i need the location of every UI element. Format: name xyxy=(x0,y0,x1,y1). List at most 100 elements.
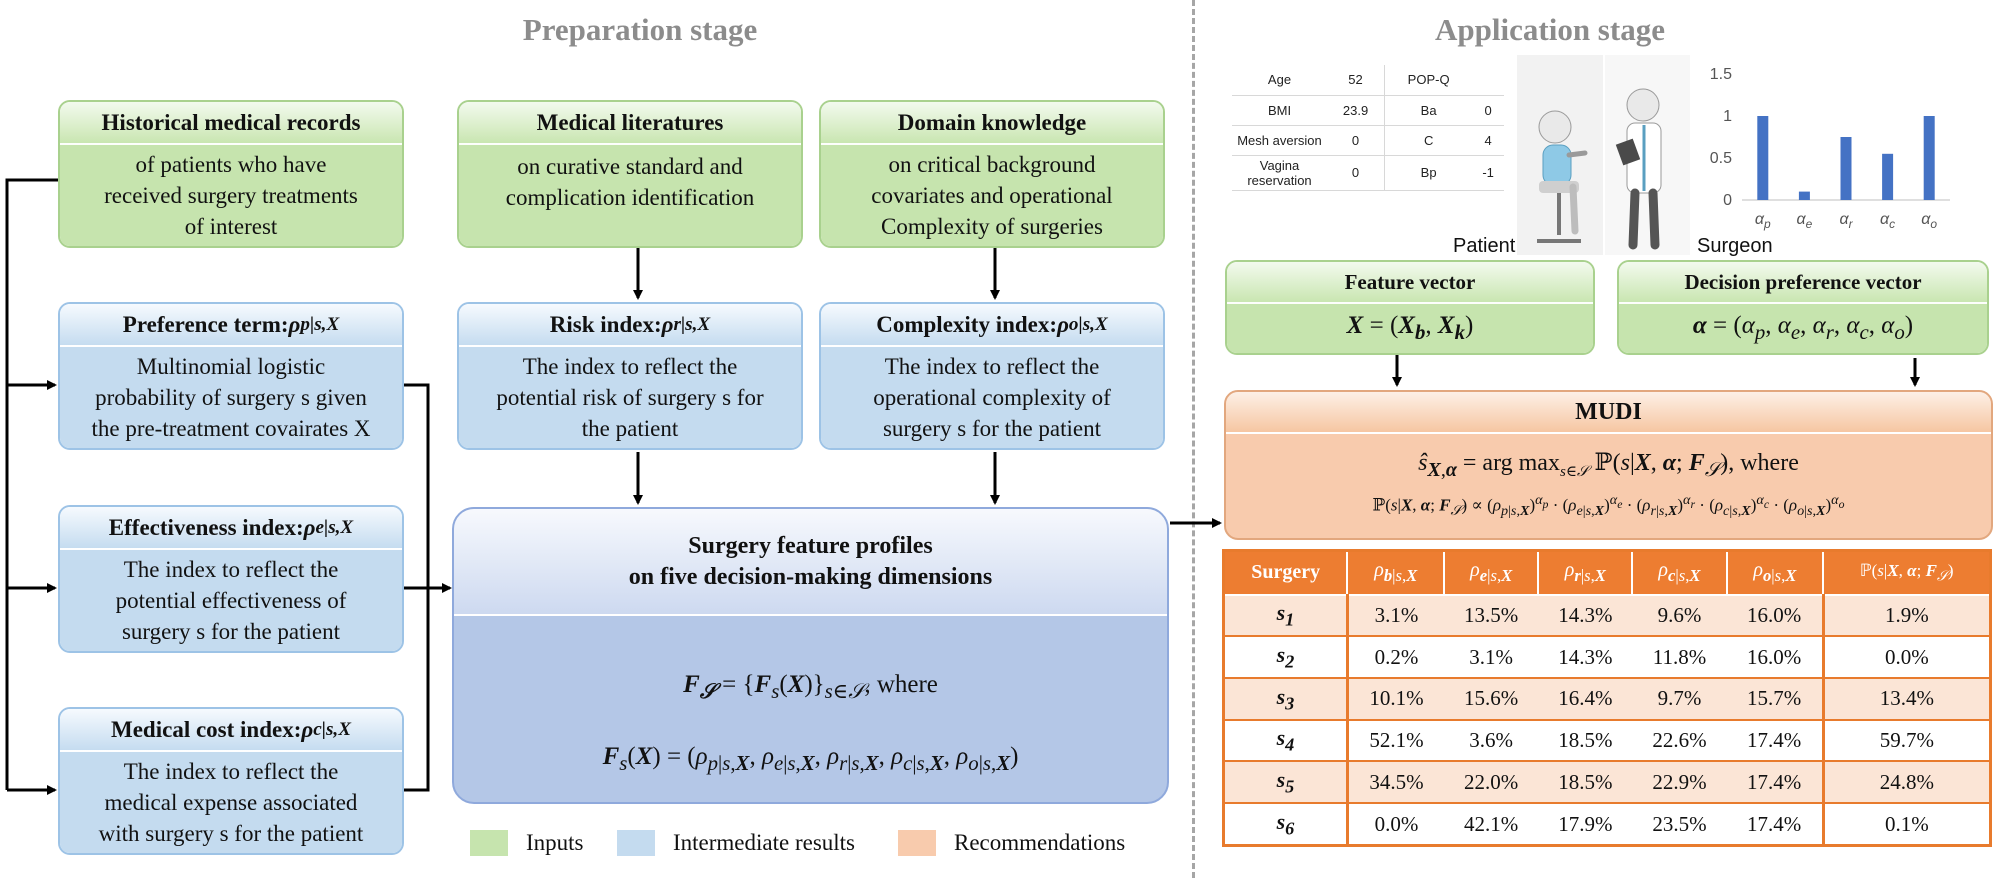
index-value-cell: 18.5% xyxy=(1538,760,1633,804)
y-tick-label: 1 xyxy=(1723,108,1732,125)
x-tick-label: αr xyxy=(1839,211,1853,231)
probability-cell: 0.0% xyxy=(1821,635,1991,679)
patient-table-cell: 0 xyxy=(1327,125,1385,156)
mudi-argmax-formula: ŝX,α = arg maxs∈𝒮 ℙ(s|X, α; F𝒮), where xyxy=(1418,450,1799,481)
patient-table-cell: 0 xyxy=(1472,95,1504,126)
index-value-cell: 16.0% xyxy=(1726,635,1824,679)
application-stage-title: Application stage xyxy=(1435,12,1665,47)
patient-table-cell: Mesh aversion xyxy=(1232,125,1327,156)
historical-line-3: of interest xyxy=(184,214,278,239)
risk-line-3: the patient xyxy=(581,416,679,441)
patient-table-cell: 52 xyxy=(1327,65,1385,96)
x-tick-label: αo xyxy=(1921,211,1937,231)
index-value-cell: 3.6% xyxy=(1444,718,1539,763)
patient-table-cell: Ba xyxy=(1384,95,1473,126)
alpha-bar xyxy=(1757,116,1769,200)
index-value-cell: 17.9% xyxy=(1538,802,1633,847)
domain-knowledge-box: Domain knowledge on critical background … xyxy=(819,100,1165,248)
domain-knowledge-title: Domain knowledge xyxy=(821,102,1163,145)
alpha-bar xyxy=(1882,153,1894,200)
index-value-cell: 52.1% xyxy=(1347,718,1445,763)
decision-preference-vector-box: Decision preference vector α = (αp, αe, … xyxy=(1617,260,1989,355)
patient-figure xyxy=(1537,110,1588,243)
legend-swatch-green xyxy=(470,830,508,856)
index-value-cell: 16.4% xyxy=(1538,676,1633,720)
feature-vector-title: Feature vector xyxy=(1227,262,1593,304)
alpha-bar xyxy=(1923,116,1935,200)
surgery-name-cell: s4 xyxy=(1223,718,1349,763)
legend-recommendations: Recommendations xyxy=(898,828,1125,858)
header-rho-r: ρr|s,X xyxy=(1538,550,1634,595)
index-value-cell: 16.0% xyxy=(1726,593,1824,637)
index-value-cell: 22.6% xyxy=(1632,718,1727,763)
index-value-cell: 22.0% xyxy=(1444,760,1539,804)
complexity-line-1: The index to reflect the xyxy=(884,354,1100,379)
profiles-formulas: F𝒮 = {Fs(X)}s∈𝒮, where Fs(X) = (ρp|s,X, … xyxy=(454,616,1167,796)
domain-line-2: covariates and operational xyxy=(871,183,1113,208)
preference-line-3: the pre-treatment covairates X xyxy=(91,416,371,441)
surgery-name-cell: s2 xyxy=(1223,635,1349,679)
probability-cell: 59.7% xyxy=(1821,718,1991,763)
cost-line-1: The index to reflect the xyxy=(123,759,339,784)
index-value-cell: 15.6% xyxy=(1444,676,1539,720)
feature-vector-formula: X = (Xb, Xk) xyxy=(1227,304,1593,353)
risk-line-2: potential risk of surgery s for xyxy=(496,385,764,410)
domain-line-1: on critical background xyxy=(888,152,1096,177)
legend-swatch-blue xyxy=(617,830,655,856)
header-rho-c: ρc|s,X xyxy=(1632,550,1728,595)
surgery-name-cell: s5 xyxy=(1223,760,1349,804)
mudi-title: MUDI xyxy=(1226,392,1991,434)
index-value-cell: 14.3% xyxy=(1538,593,1633,637)
x-tick-label: αc xyxy=(1880,211,1895,231)
decision-preference-vector-title: Decision preference vector xyxy=(1619,262,1987,304)
stage-divider xyxy=(1192,0,1195,878)
index-value-cell: 22.9% xyxy=(1632,760,1727,804)
complexity-line-3: surgery s for the patient xyxy=(882,416,1102,441)
historical-line-2: received surgery treatments xyxy=(104,183,358,208)
patient-table-cell: C xyxy=(1384,125,1473,156)
index-value-cell: 17.4% xyxy=(1726,718,1824,763)
x-tick-label: αe xyxy=(1796,211,1812,231)
index-value-cell: 34.5% xyxy=(1347,760,1445,804)
surgeon-label: Surgeon xyxy=(1697,235,1773,257)
surgery-feature-profiles-title: Surgery feature profiles on five decisio… xyxy=(454,509,1167,616)
index-value-cell: 9.7% xyxy=(1632,676,1727,720)
header-probability: ℙ(s|X, α; F𝒮) xyxy=(1823,550,1992,595)
legend-inputs: Inputs xyxy=(470,828,584,858)
index-value-cell: 42.1% xyxy=(1444,802,1539,847)
decision-preference-vector-formula: α = (αp, αe, αr, αc, αo) xyxy=(1619,304,1987,353)
patient-table-cell: Age xyxy=(1232,65,1327,96)
index-value-cell: 14.3% xyxy=(1538,635,1633,679)
cost-line-3: with surgery s for the patient xyxy=(98,821,364,846)
patient-table-cell: 4 xyxy=(1472,125,1504,156)
patient-table-cell: POP-Q xyxy=(1384,65,1473,96)
index-value-cell: 17.4% xyxy=(1726,802,1824,847)
y-tick-label: 1.5 xyxy=(1710,66,1732,83)
patient-label: Patient xyxy=(1453,235,1516,257)
literature-line-1: on curative standard and xyxy=(517,154,743,179)
header-rho-e: ρe|s,X xyxy=(1444,550,1540,595)
surgery-name-cell: s6 xyxy=(1223,802,1349,847)
index-value-cell: 17.4% xyxy=(1726,760,1824,804)
patient-table-cell: 0 xyxy=(1327,155,1385,191)
patient-table-cell xyxy=(1472,65,1504,96)
alpha-bar xyxy=(1798,191,1810,200)
